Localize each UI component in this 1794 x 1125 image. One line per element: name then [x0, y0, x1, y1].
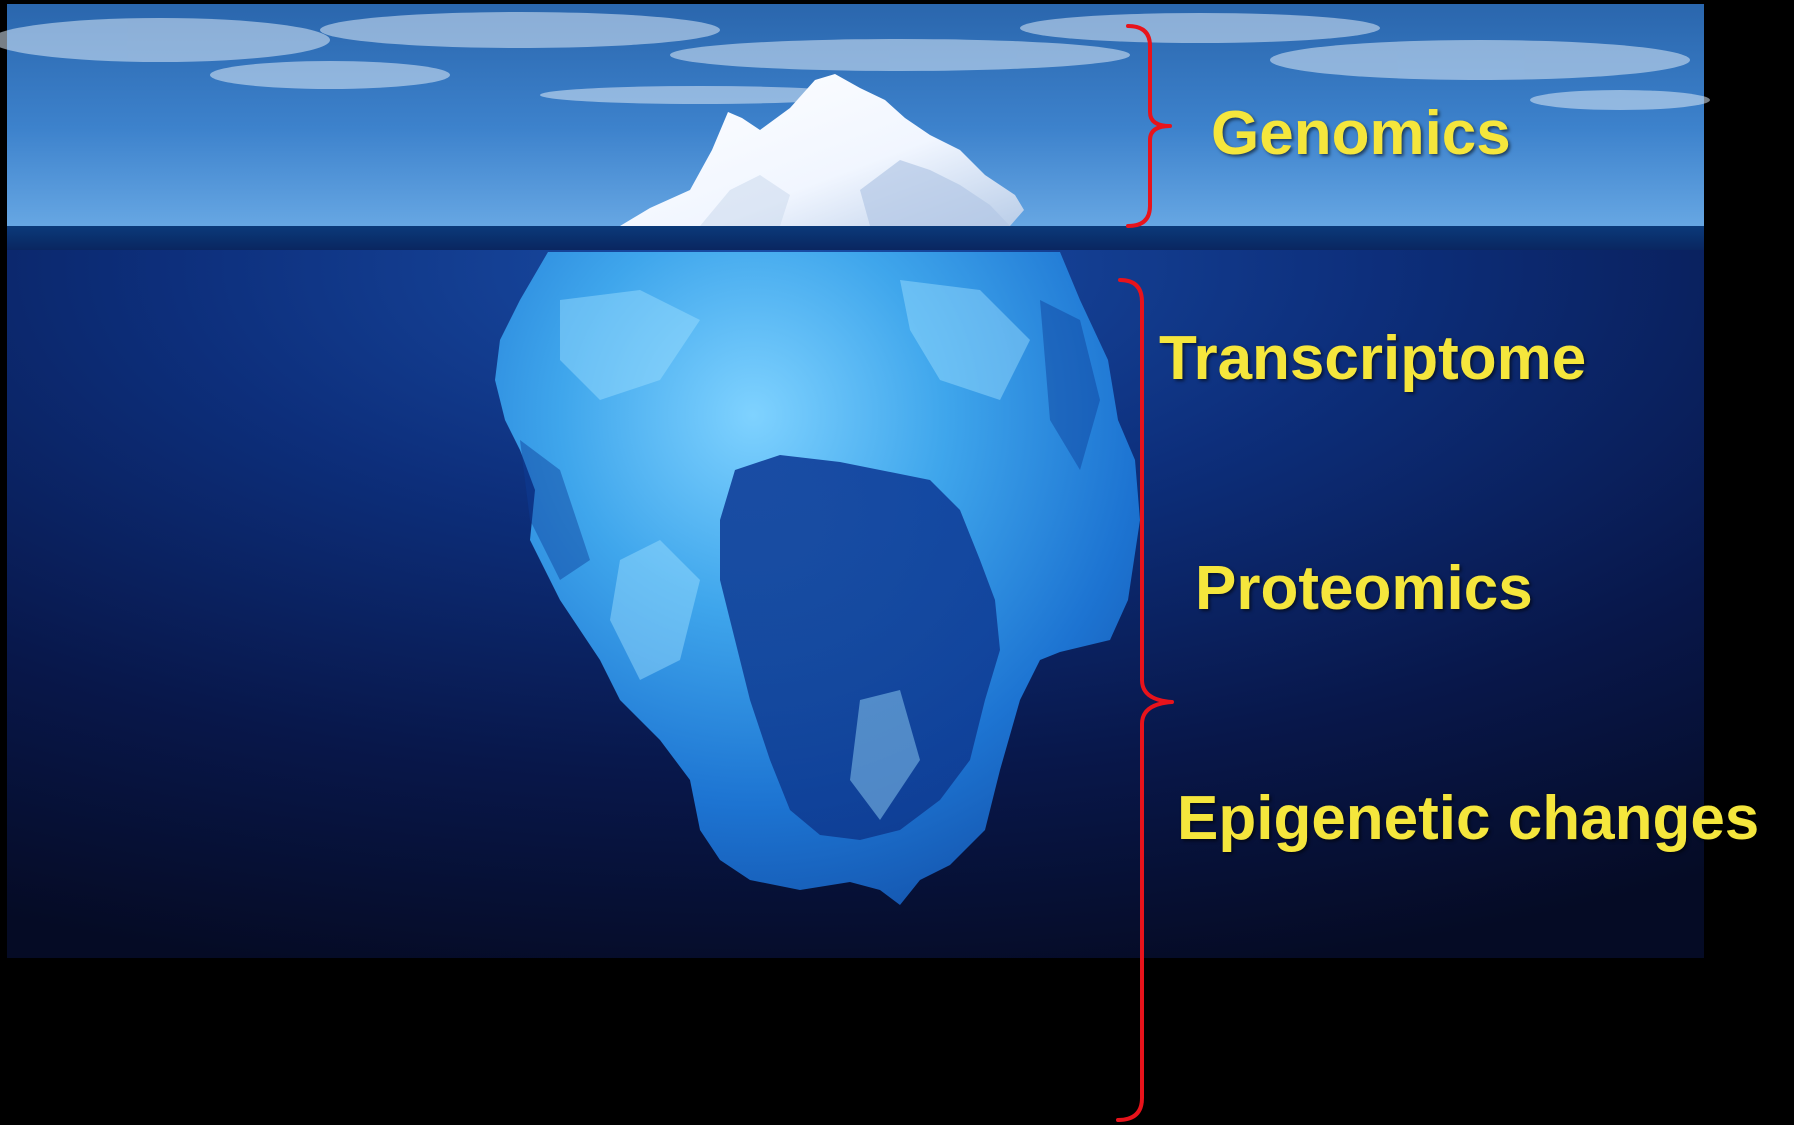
water-surface	[7, 226, 1704, 250]
label-genomics: Genomics	[1211, 103, 1511, 165]
label-epigenetic-changes: Epigenetic changes	[1177, 788, 1759, 850]
label-proteomics: Proteomics	[1195, 558, 1533, 620]
label-transcriptome: Transcriptome	[1159, 328, 1586, 390]
